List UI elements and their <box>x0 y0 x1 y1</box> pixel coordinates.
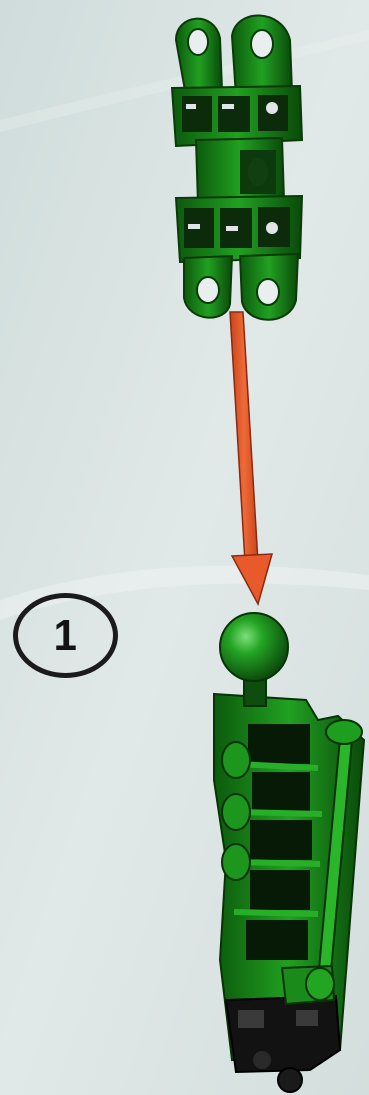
step-number-badge: 1 <box>13 593 118 678</box>
step-number: 1 <box>54 614 77 658</box>
